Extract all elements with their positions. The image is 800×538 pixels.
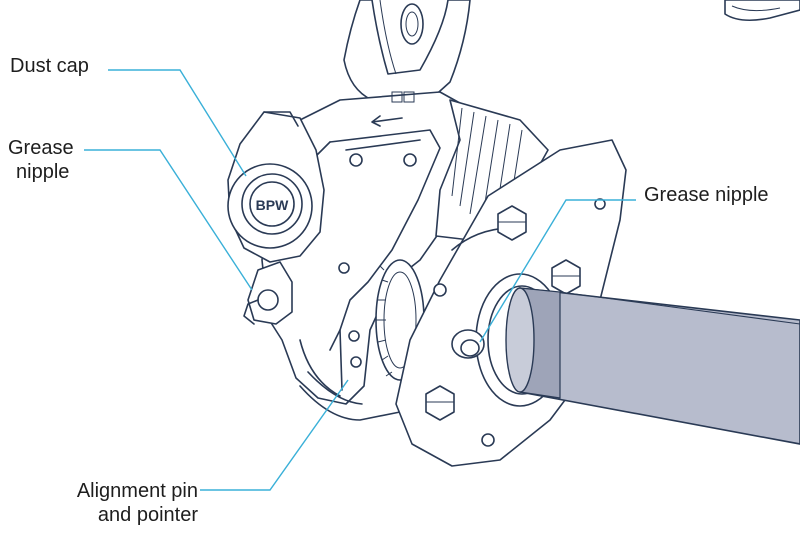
bolt-top (497, 205, 527, 241)
top-bracket-fragment (724, 0, 800, 22)
alignment-pin-line2: and pointer (97, 504, 198, 526)
dust-cap-leader (108, 69, 247, 177)
bolt-right (551, 259, 581, 295)
grease-nipple-right-text: Grease nipple (644, 184, 769, 206)
axle-shaft (505, 287, 800, 445)
alignment-pin-leader (200, 379, 349, 491)
alignment-pin-line1: Alignment pin (76, 480, 198, 502)
grease-nipple-left-label: Grease nipple (8, 136, 74, 184)
grease-nipple-right-leader (479, 199, 636, 343)
dust-cap-label-text: Dust cap (10, 55, 89, 77)
dust-cap-assembly: BPW (227, 111, 325, 263)
grease-nipple-left-part (243, 261, 293, 325)
grease-nipple-left-leader (84, 149, 253, 291)
leader-lines (84, 69, 636, 491)
alignment-pin-label: Alignment pin and pointer (54, 479, 198, 527)
bolt-bottom (425, 385, 455, 421)
bpw-logo: BPW (256, 197, 289, 213)
adjuster-arm (343, 0, 471, 105)
grease-nipple-right-label: Grease nipple (644, 183, 769, 207)
grease-nipple-left-line2: nipple (16, 161, 70, 183)
dust-cap-label: Dust cap (10, 54, 89, 78)
grease-nipple-left-line1: Grease (8, 137, 74, 159)
